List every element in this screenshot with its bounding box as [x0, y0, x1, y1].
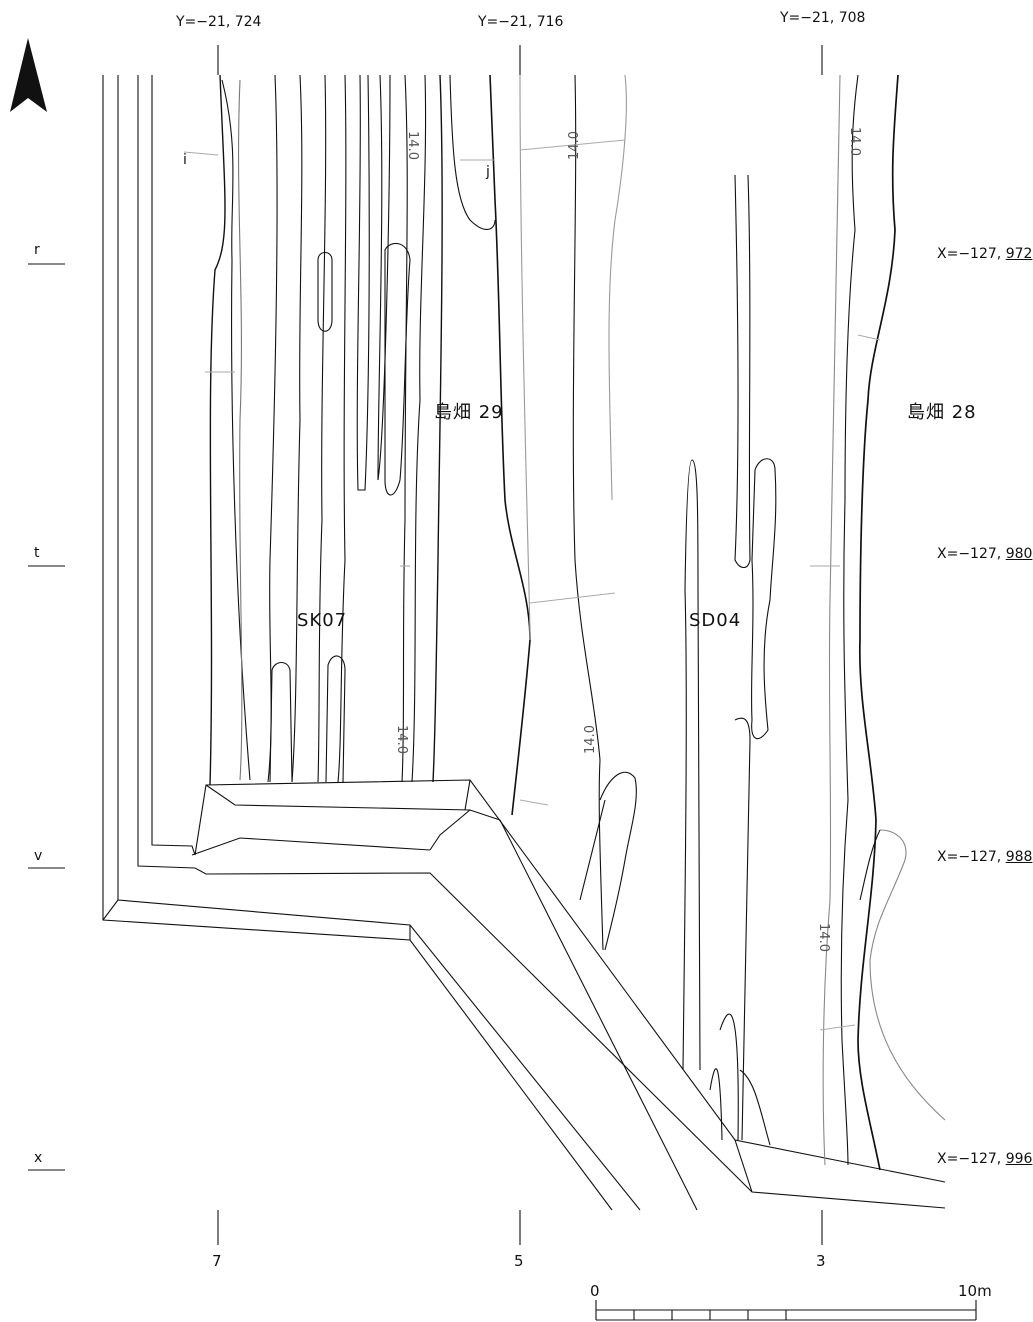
row-letter: x [34, 1150, 43, 1166]
scale-bar-end-label: 10m [958, 1282, 992, 1300]
contour-label: 14.0 [582, 725, 598, 754]
row-letter: v [34, 848, 43, 864]
y-coordinate-label: Y=−21, 716 [478, 14, 564, 30]
scale-bar [595, 1300, 977, 1321]
x-coordinate-label: X=−127, 996 [937, 1151, 1033, 1167]
contour-label: 14.0 [846, 127, 862, 156]
contour-label: 14.0 [393, 725, 409, 754]
feature-label-sd04: SD04 [689, 610, 742, 631]
y-coordinate-label: Y=−21, 724 [176, 14, 262, 30]
contour-label: 14.0 [404, 131, 420, 160]
x-coordinate-label: X=−127, 972 [937, 246, 1033, 262]
x-coordinate-label: X=−127, 988 [937, 849, 1033, 865]
feature-label-sk07: SK07 [297, 610, 348, 631]
y-coordinate-label: Y=−21, 708 [780, 10, 866, 26]
feature-label-shimahata29: 島畑 29 [434, 402, 504, 423]
column-number: 5 [514, 1252, 524, 1270]
column-number: 3 [816, 1252, 826, 1270]
contour-label: 14.0 [566, 131, 582, 160]
section-mark-i: i [183, 152, 187, 168]
feature-label-shimahata28: 島畑 28 [907, 402, 977, 423]
north-arrow-icon [10, 38, 47, 112]
section-mark-j: j [486, 164, 490, 180]
contour-label: 14.0 [815, 923, 831, 952]
row-letter: r [34, 242, 40, 258]
scale-bar-start-label: 0 [590, 1282, 600, 1300]
column-number: 7 [212, 1252, 222, 1270]
row-letter: t [34, 545, 40, 561]
x-coordinate-label: X=−127, 980 [937, 546, 1033, 562]
